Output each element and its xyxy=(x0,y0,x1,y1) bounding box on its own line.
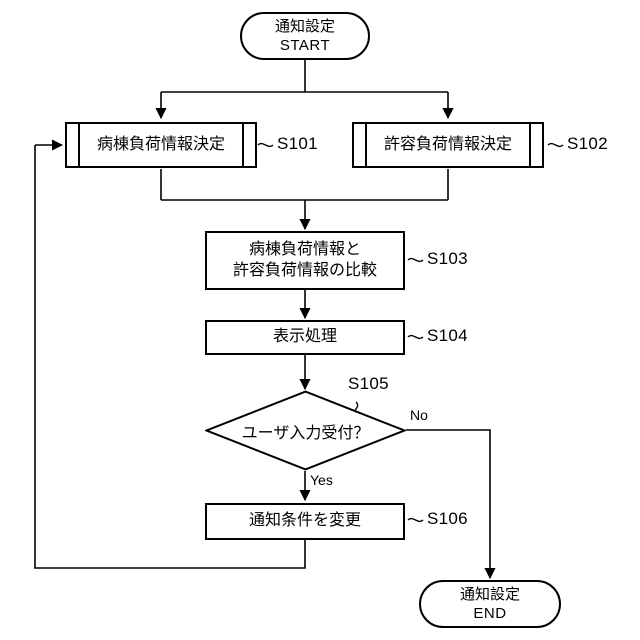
terminal-end-line1: 通知設定 xyxy=(459,585,520,603)
terminal-end-text: 通知設定 END xyxy=(460,585,520,623)
leader-s106 xyxy=(407,517,424,523)
tag-s101: S101 xyxy=(277,134,318,153)
branch-label-no: No xyxy=(410,407,428,423)
terminal-start-text: 通知設定 START xyxy=(275,17,335,55)
edge-s105-no-to-end xyxy=(406,429,496,580)
tag-s106: S106 xyxy=(427,509,468,528)
process-s106[interactable]: 通知条件を変更 xyxy=(205,503,405,540)
terminal-start-line1: 通知設定 xyxy=(274,17,335,35)
process-s101-label: 病棟負荷情報決定 xyxy=(96,135,225,153)
tag-s102: S102 xyxy=(567,134,608,153)
terminal-end-line2: END xyxy=(473,605,507,622)
terminal-start-line2: START xyxy=(279,37,331,54)
process-s104[interactable]: 表示処理 xyxy=(205,320,405,355)
branch-label-yes: Yes xyxy=(310,472,333,488)
tag-s105: S105 xyxy=(348,374,389,393)
terminal-end[interactable]: 通知設定 END xyxy=(419,580,561,628)
process-s103-line1: 病棟負荷情報と xyxy=(248,241,361,259)
decision-s105[interactable]: ユーザ入力受付？ xyxy=(205,390,406,471)
leader-s103 xyxy=(407,257,424,263)
process-s101[interactable]: 病棟負荷情報決定 xyxy=(65,122,257,168)
process-s102[interactable]: 許容負荷情報決定 xyxy=(352,122,544,168)
decision-s105-shape xyxy=(205,390,406,471)
process-s103[interactable]: 病棟負荷情報と 許容負荷情報の比較 xyxy=(205,231,405,290)
process-s103-text: 病棟負荷情報と 許容負荷情報の比較 xyxy=(233,240,377,281)
leader-s102 xyxy=(547,142,564,148)
leader-s101 xyxy=(257,142,274,148)
process-s102-label: 許容負荷情報決定 xyxy=(383,135,512,153)
process-s106-label: 通知条件を変更 xyxy=(248,512,361,530)
leader-s104 xyxy=(407,334,424,340)
tag-s103: S103 xyxy=(427,249,468,268)
process-s103-line2: 許容負荷情報の比較 xyxy=(232,261,377,279)
tag-s104: S104 xyxy=(427,326,468,345)
process-s104-label: 表示処理 xyxy=(272,328,337,346)
decision-s105-label: ユーザ入力受付？ xyxy=(241,424,370,442)
terminal-start[interactable]: 通知設定 START xyxy=(240,12,370,60)
